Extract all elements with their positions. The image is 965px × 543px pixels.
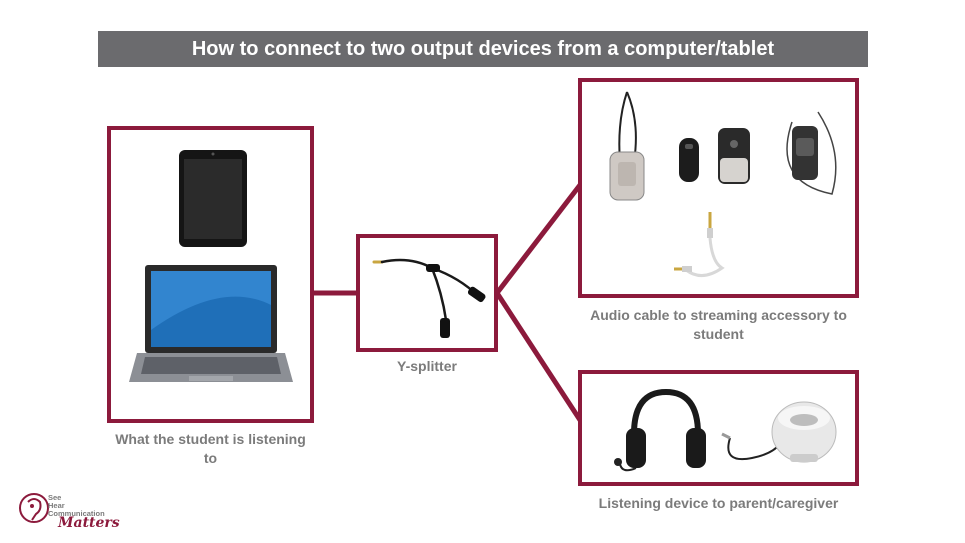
remote-device-icon	[679, 138, 699, 182]
logo-line-communication: Communication	[48, 509, 105, 518]
source-devices-illustration	[129, 150, 293, 382]
splitter-caption: Y-splitter	[397, 358, 457, 374]
neck-streamer-icon	[786, 111, 837, 195]
listening-devices-illustration	[614, 388, 837, 472]
see-hear-communication-matters-logo	[19, 493, 49, 523]
source-caption: What the student is listening to	[115, 431, 306, 466]
connector-splitter-streaming	[495, 183, 582, 295]
slide-title: How to connect to two output devices fro…	[98, 31, 868, 67]
audio-cable-icon	[674, 212, 725, 277]
listening-device-box	[578, 370, 859, 486]
logo-brand: Matters	[58, 515, 120, 531]
streaming-caption: Audio cable to streaming accessory to st…	[590, 307, 847, 342]
y-splitter-icon	[372, 258, 486, 338]
streaming-accessories-illustration	[609, 91, 837, 277]
portable-speaker-icon	[721, 401, 837, 463]
streaming-accessory-box	[578, 78, 859, 298]
laptop-icon	[129, 265, 293, 382]
tablet-icon	[179, 150, 247, 247]
logo-line-see: See	[48, 493, 62, 502]
logo-text-lines: See Hear Communication	[48, 494, 105, 518]
listening-caption: Listening device to parent/caregiver	[598, 495, 839, 511]
splitter-box	[356, 234, 498, 352]
connector-splitter-listening	[494, 291, 583, 422]
neckloop-streamer-icon	[609, 91, 645, 201]
source-devices-box	[107, 126, 314, 423]
headphones-icon	[614, 388, 706, 472]
logo-line-hear: Hear	[48, 501, 65, 510]
y-splitter-illustration	[372, 258, 486, 338]
bluetooth-streamer-icon	[718, 128, 750, 184]
